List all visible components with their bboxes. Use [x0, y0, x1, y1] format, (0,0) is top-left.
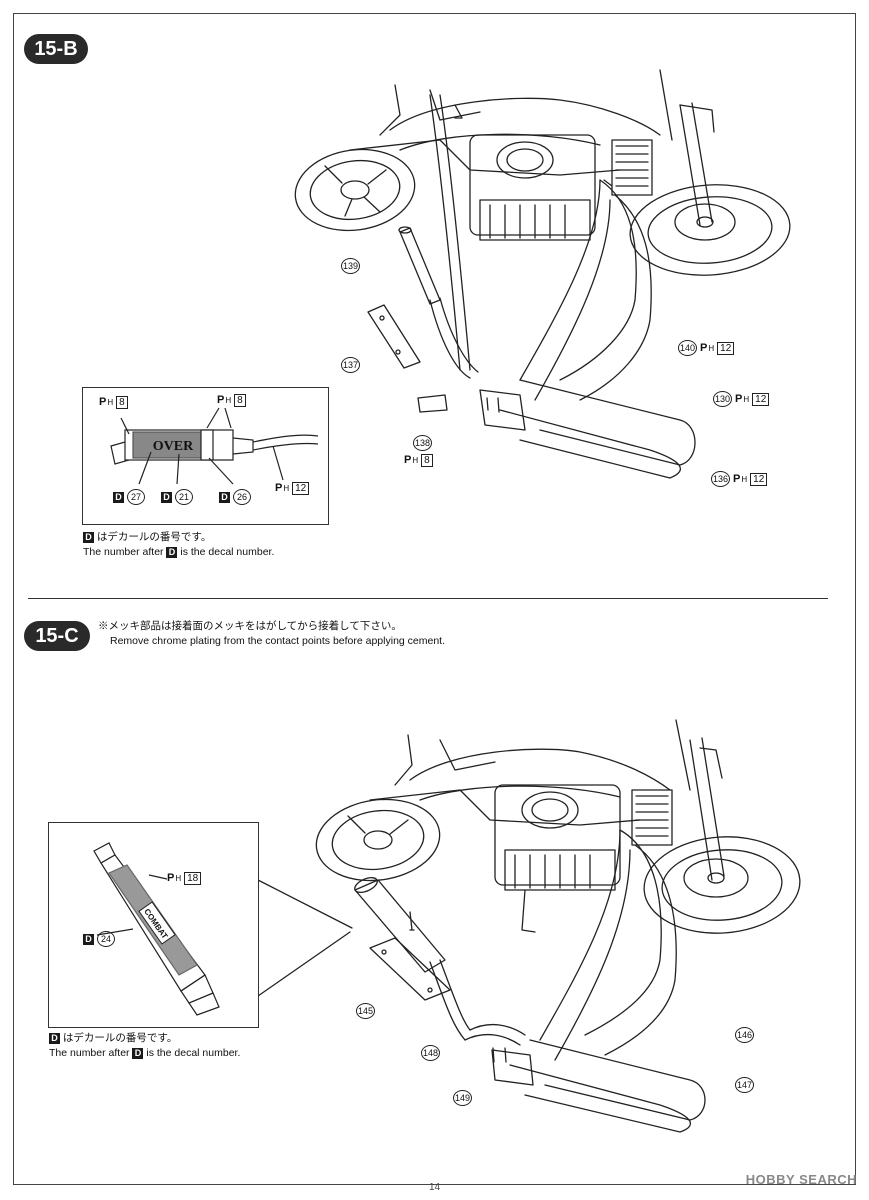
callout-138: 138 [413, 435, 433, 451]
muffler-brand-text: OVER [153, 439, 194, 454]
part-number-136: 136 [711, 471, 731, 487]
part-number-130: 130 [713, 391, 733, 407]
callout-137: 137 [341, 357, 361, 373]
callout-146: 146 [735, 1027, 755, 1043]
section-divider [28, 598, 828, 599]
step-badge-15b: 15-B [24, 34, 88, 64]
decal-note-15b: D はデカールの番号です。 The number after D is the … [83, 531, 275, 558]
page-number: 14 [428, 1182, 441, 1193]
part-number-145: 145 [356, 1003, 376, 1019]
callout-145: 145 [356, 1003, 376, 1019]
part-number-148: 148 [421, 1045, 441, 1061]
decal-note-15c: D はデカールの番号です。 The number after D is the … [49, 1032, 241, 1059]
part-number-149: 149 [453, 1090, 473, 1106]
part-number-140: 140 [678, 340, 698, 356]
step-badge-15c: 15-C [24, 621, 90, 651]
muffler-detail-15b: OVER [110, 407, 319, 485]
part-number-138: 138 [413, 435, 433, 451]
motorcycle-illustration-15b [294, 69, 791, 479]
callout-147: 147 [735, 1077, 755, 1093]
caution-en: Remove chrome plating from the contact p… [110, 635, 446, 647]
part-number-137: 137 [341, 357, 361, 373]
callout-148: 148 [421, 1045, 441, 1061]
part-number-139: 139 [341, 258, 361, 274]
chrome-caution: ※メッキ部品は接着面のメッキをはがしてから接着して下さい。 Remove chr… [98, 619, 445, 649]
caution-jp: ※メッキ部品は接着面のメッキをはがしてから接着して下さい。 [98, 620, 402, 632]
callout-149: 149 [453, 1090, 473, 1106]
part-number-147: 147 [735, 1077, 755, 1093]
muffler-detail-15c: COMBAT [93, 842, 220, 1016]
callout-139: 139 [341, 258, 361, 274]
watermark-logo: HOBBY SEARCH [745, 1172, 857, 1187]
part-number-146: 146 [735, 1027, 755, 1043]
page-frame [13, 13, 856, 1185]
